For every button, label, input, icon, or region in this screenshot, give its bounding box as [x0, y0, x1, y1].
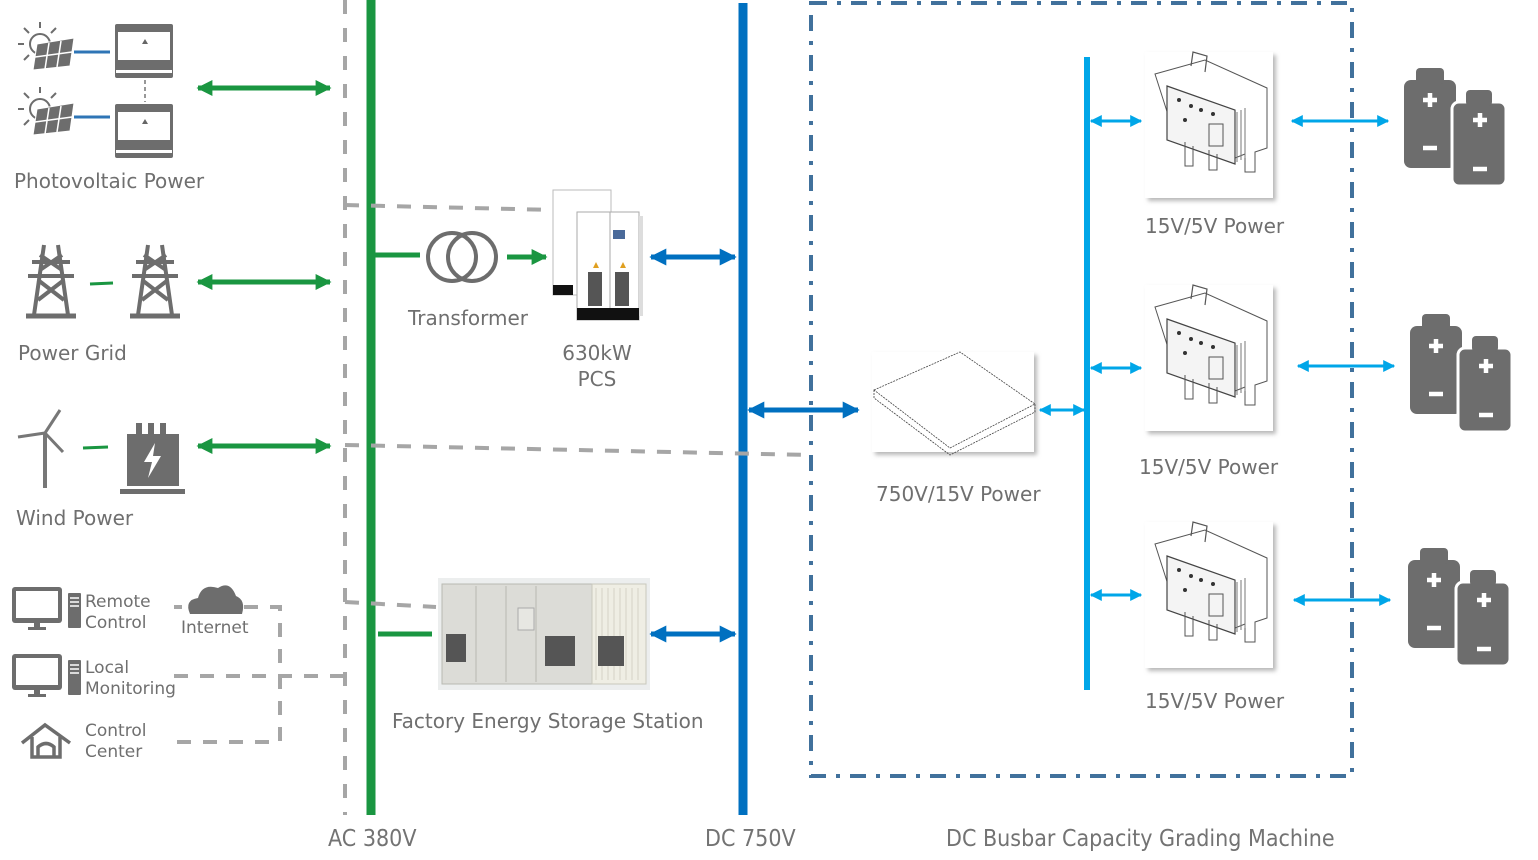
home-control-icon — [20, 722, 72, 759]
control-center-label: Control Center — [85, 721, 146, 763]
machine-bus-label: DC Busbar Capacity Grading Machine — [946, 826, 1335, 852]
control-center-line1: Control — [85, 721, 147, 741]
local-monitoring-line2: Monitoring — [85, 679, 176, 699]
module-label-2: 15V/5V Power — [1139, 455, 1279, 479]
wind-turbine-icon — [17, 409, 65, 488]
communication-lines — [174, 203, 811, 744]
battery-icon-2 — [1410, 314, 1512, 432]
local-monitoring-line1: Local — [85, 658, 130, 678]
dc-bus-label: DC 750V — [705, 826, 796, 852]
transformer-label: Transformer — [408, 306, 529, 330]
transformer-box-icon — [120, 423, 185, 494]
inverter-icon — [115, 24, 173, 78]
control-center-line2: Center — [85, 742, 143, 762]
pcs-cabinet-icon — [552, 189, 643, 321]
module-15-5-icon-1 — [1145, 52, 1273, 198]
module-15-5-icon-2 — [1145, 285, 1273, 431]
pcs-label-line2: PCS — [577, 367, 617, 391]
cloud-icon — [188, 585, 244, 614]
module-15-5-icon-3 — [1145, 522, 1273, 668]
module-label-3: 15V/5V Power — [1145, 689, 1285, 713]
transformer-icon — [426, 231, 498, 283]
transmission-tower-icon — [130, 244, 180, 319]
remote-control-line2: Control — [85, 613, 147, 633]
battery-icon-1 — [1404, 68, 1506, 186]
storage-label: Factory Energy Storage Station — [392, 709, 704, 733]
pcs-label-line1: 630kW — [562, 341, 632, 365]
storage-container-icon — [438, 578, 650, 690]
pcs-label: 630kW PCS — [552, 340, 642, 392]
remote-control-label: Remote Control — [85, 592, 151, 634]
solar-panel-icon — [18, 22, 110, 71]
converter-label: 750V/15V Power — [876, 482, 1041, 506]
grading-machine-boundary — [809, 1, 1354, 778]
wind-power-label: Wind Power — [16, 506, 134, 530]
transmission-tower-icon — [26, 244, 76, 319]
converter-750-15-icon — [872, 351, 1036, 456]
module-label-1: 15V/5V Power — [1145, 214, 1285, 238]
inverter-icon — [115, 104, 173, 158]
local-monitoring-label: Local Monitoring — [85, 658, 176, 700]
ac-bus-label: AC 380V — [328, 826, 417, 852]
battery-icon-3 — [1408, 548, 1510, 666]
solar-panel-icon — [18, 87, 110, 136]
computer-icon — [12, 654, 81, 697]
remote-control-line1: Remote — [85, 592, 151, 612]
photovoltaic-label: Photovoltaic Power — [14, 169, 205, 193]
internet-label: Internet — [181, 618, 249, 638]
computer-icon — [12, 587, 81, 630]
power-grid-label: Power Grid — [18, 341, 127, 365]
